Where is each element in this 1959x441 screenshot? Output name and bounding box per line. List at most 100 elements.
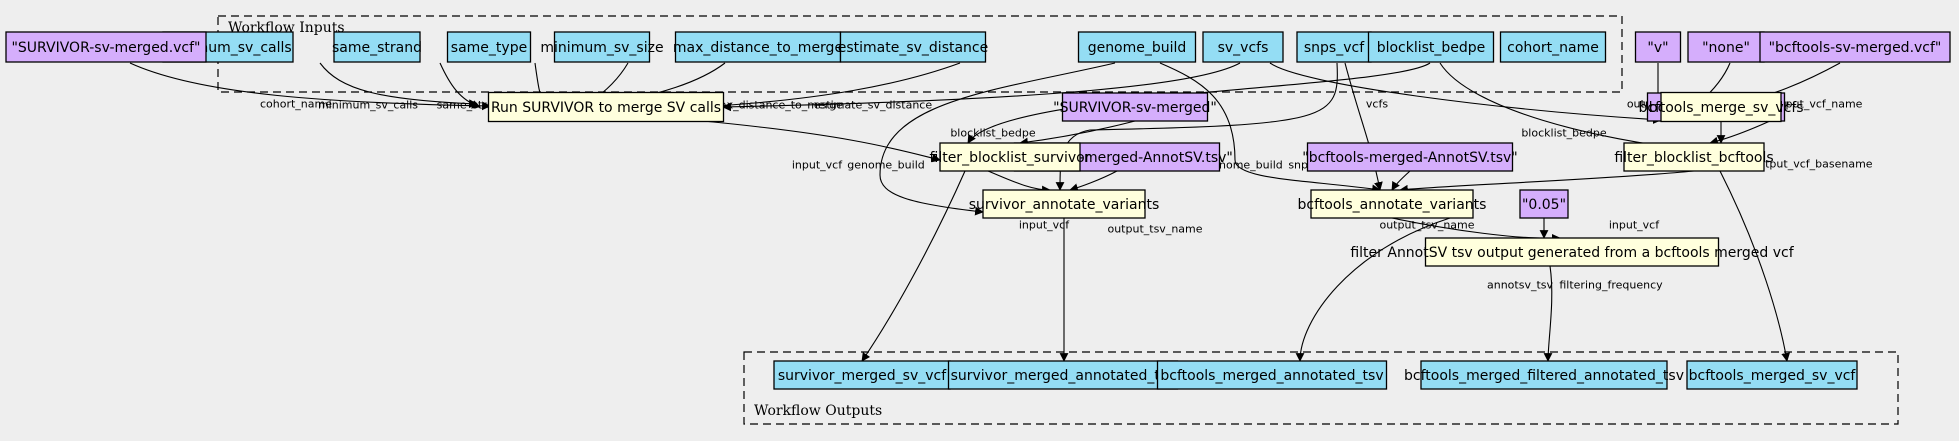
node-label: Run SURVIVOR to merge SV calls (491, 100, 721, 116)
edge-label: blocklist_bedpe (950, 127, 1036, 140)
edge-label: filtering_frequency (1559, 279, 1663, 292)
edge-label: input_vcf (792, 159, 843, 172)
edge-label: vcfs (1366, 98, 1388, 111)
literal-box (1759, 31, 1951, 63)
edge-in_snps_vcf-to-st_bcftools_annotate (1344, 62, 1383, 191)
node-st-bcftools-merge[interactable]: bcftools_merge_sv_vcfs (1638, 91, 1804, 123)
node-label: bcftools_merged_filtered_annotated_tsv (1404, 368, 1684, 384)
input-box (1296, 31, 1372, 63)
edge-label: output_vcf_basename (1751, 158, 1872, 171)
node-label: "SURVIVOR-sv-merged.vcf" (11, 40, 200, 56)
node-label: bcftools_merged_annotated_tsv (1160, 368, 1383, 384)
node-lit-005[interactable]: "0.05" (1519, 189, 1569, 219)
step-box (487, 91, 725, 123)
node-st-filter-bcftools[interactable]: filter_blocklist_bcftools (1614, 142, 1774, 172)
node-label: bcftools_annotate_variants (1298, 197, 1487, 213)
edge-st_filter_survivor-to-out_survivor_vcf (861, 170, 966, 362)
input-box (553, 31, 651, 63)
literal-box (1519, 189, 1569, 219)
workflow-inputs-cluster (217, 15, 1623, 93)
literal-box (5, 31, 207, 63)
node-in-blocklist[interactable]: blocklist_bedpe (1367, 31, 1495, 63)
edge-label: genome_build (1205, 159, 1282, 172)
edge-label: input_vcf (1019, 219, 1070, 232)
edge-st_bcftools_annotate-to-out_bcftools_tsv (1295, 217, 1451, 362)
step-box (1623, 142, 1765, 172)
input-box (1367, 31, 1495, 63)
node-st-survivor-annotate[interactable]: survivor_annotate_variants (969, 189, 1160, 219)
node-lit-survivor-base[interactable]: "SURVIVOR-sv-merged" (1053, 92, 1217, 122)
node-label: "bcftools-sv-merged.vcf" (1769, 40, 1942, 56)
node-st-bcftools-annotate[interactable]: bcftools_annotate_variants (1298, 189, 1487, 219)
step-box (982, 189, 1146, 219)
workflow-outputs-cluster (743, 351, 1899, 425)
edge-label: minimum_sv_calls (318, 99, 418, 112)
node-in-genome-build[interactable]: genome_build (1077, 31, 1197, 63)
output-box (1420, 360, 1668, 390)
node-label: same_type (451, 40, 527, 56)
edge-lit_survivor_vcf-to-st_survivor (129, 62, 491, 111)
edge-st_filter_annotsv-to-out_bcftools_filtered (1543, 265, 1553, 362)
node-st-filter-annotsv[interactable]: filter AnnotSV tsv output generated from… (1350, 237, 1795, 267)
node-out-survivor-tsv[interactable]: survivor_merged_annotated_tsv (947, 360, 1179, 390)
node-in-min-sv-size[interactable]: minimum_sv_size (540, 31, 664, 63)
node-lit-v[interactable]: "v" (1634, 31, 1682, 63)
step-box (939, 142, 1081, 172)
input-box (1499, 31, 1607, 63)
output-box (1686, 360, 1858, 390)
literal-box (1061, 92, 1209, 122)
node-out-bcftools-tsv[interactable]: bcftools_merged_annotated_tsv (1156, 360, 1388, 390)
node-lit-bcftools-tsv[interactable]: "bcftools-merged-AnnotSV.tsv" (1302, 142, 1518, 172)
node-st-survivor[interactable]: Run SURVIVOR to merge SV calls (487, 91, 725, 123)
edge-label: output_tsv_name (1107, 223, 1202, 236)
node-lit-bcftools-vcf[interactable]: "bcftools-sv-merged.vcf" (1759, 31, 1951, 63)
node-lit-none[interactable]: "none" (1687, 31, 1765, 63)
input-box (1202, 31, 1284, 63)
node-label: minimum_sv_size (540, 40, 663, 56)
input-box (333, 31, 421, 63)
edge-label: blocklist_bedpe (1521, 127, 1607, 140)
node-label: survivor_merged_sv_vcf (778, 368, 947, 384)
node-in-same-type[interactable]: same_type (446, 31, 532, 63)
literal-box (1687, 31, 1765, 63)
edge-st_filter_bcftools-to-out_bcftools_vcf (1719, 170, 1791, 362)
node-out-survivor-vcf[interactable]: survivor_merged_sv_vcf (773, 360, 951, 390)
input-box (446, 31, 532, 63)
output-box (773, 360, 951, 390)
node-in-max-distance[interactable]: max_distance_to_merge (673, 31, 843, 63)
step-box (1424, 237, 1720, 267)
node-label: "bcftools-merged-AnnotSV.tsv" (1302, 150, 1517, 166)
node-label: genome_build (1088, 40, 1187, 56)
edge-lit_survivor_tsv-to-st_survivor_annotate (1069, 170, 1118, 192)
edge-label: max_distance_to_merge (709, 99, 843, 112)
step-box (1310, 189, 1474, 219)
edge-st_survivor-to-st_filter_survivor (702, 120, 941, 163)
node-in-same-strand[interactable]: same_strand (332, 31, 422, 63)
node-label: "none" (1702, 40, 1750, 56)
node-label: survivor_annotate_variants (969, 197, 1160, 213)
literal-box (1634, 31, 1682, 63)
edge-in_sv_vcfs-to-st_bcftools_merge (1269, 62, 1662, 124)
node-out-bcftools-vcf[interactable]: bcftools_merged_sv_vcf (1686, 360, 1858, 390)
node-lit-survivor-vcf[interactable]: "SURVIVOR-sv-merged.vcf" (5, 31, 207, 63)
node-in-snps-vcf[interactable]: snps_vcf (1296, 31, 1372, 63)
edge-st_filter_bcftools-to-st_bcftools_annotate (1399, 170, 1695, 194)
output-box (947, 360, 1179, 390)
edge-label: input_vcf (1609, 219, 1660, 232)
edge-label: estimate_sv_distance (814, 99, 932, 112)
node-out-bcftools-filtered[interactable]: bcftools_merged_filtered_annotated_tsv (1404, 360, 1684, 390)
edge-lit_bcftools_base-to-st_filter_bcftools (1709, 120, 1771, 146)
edge-label: cohort_name (260, 98, 332, 111)
edge-label: output_tsv_name (1379, 219, 1474, 232)
node-st-filter-survivor[interactable]: filter_blocklist_survivor (930, 142, 1091, 172)
node-in-cohort-name[interactable]: cohort_name (1499, 31, 1607, 63)
workflow-outputs-label: Workflow Outputs (754, 403, 882, 419)
node-label: bcftools_merged_sv_vcf (1689, 368, 1857, 384)
node-label: "SURVIVOR-sv-merged" (1053, 100, 1217, 116)
edge-label: genome_build (847, 159, 924, 172)
node-in-sv-vcfs[interactable]: sv_vcfs (1202, 31, 1284, 63)
literal-box (1306, 142, 1514, 172)
node-in-estimate-sv[interactable]: estimate_sv_distance (838, 31, 989, 63)
edge-in_sv_vcfs-to-st_survivor (722, 62, 1241, 112)
node-label: max_distance_to_merge (673, 40, 843, 56)
